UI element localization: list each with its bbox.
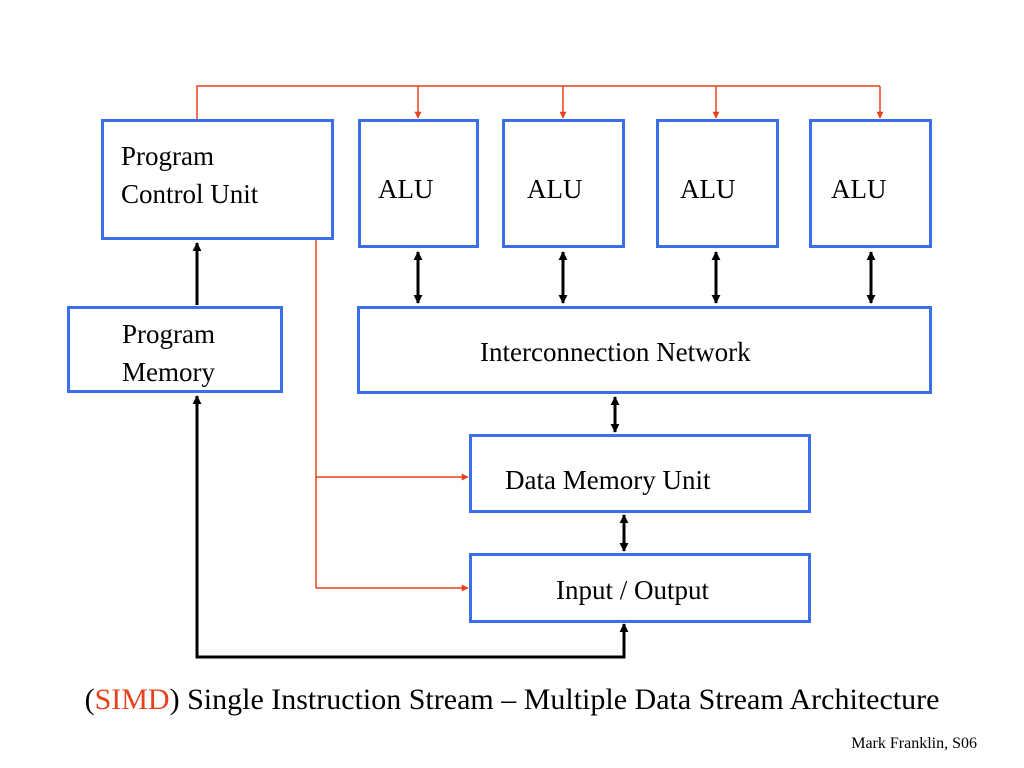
control-bus-to-alus xyxy=(196,85,884,119)
program-control-unit-line-2: Control Unit xyxy=(121,179,259,209)
caption-open-paren: ( xyxy=(84,683,95,716)
program-control-unit-box xyxy=(101,119,334,240)
caption-acronym: SIMD xyxy=(94,683,170,716)
program-control-unit-label: Program Control Unit xyxy=(121,137,258,213)
alu-label-4: ALU xyxy=(831,174,887,204)
input-output-label: Input / Output xyxy=(556,575,709,605)
input-output-box xyxy=(469,553,811,623)
caption-text: Single Instruction Stream – Multiple Dat… xyxy=(179,683,940,716)
control-lines-to-memory-io xyxy=(315,240,469,592)
program-memory-line-1: Program xyxy=(122,319,215,349)
caption-close-paren: ) xyxy=(169,683,180,716)
data-links xyxy=(192,242,876,659)
program-memory-line-2: Memory xyxy=(122,357,215,387)
data-memory-unit-box xyxy=(469,434,811,513)
program-memory-box xyxy=(67,306,283,393)
slide-caption: (SIMD) Single Instruction Stream – Multi… xyxy=(0,680,1024,720)
alu-box-4 xyxy=(809,119,932,248)
alu-box-3 xyxy=(656,119,779,248)
alu-label-2: ALU xyxy=(527,174,583,204)
alu-box-1 xyxy=(358,119,479,248)
program-memory-label: Program Memory xyxy=(122,315,215,391)
interconnection-network-label: Interconnection Network xyxy=(480,337,751,367)
alu-label-1: ALU xyxy=(378,174,434,204)
alu-label-3: ALU xyxy=(680,174,736,204)
data-memory-unit-label: Data Memory Unit xyxy=(505,465,711,495)
alu-box-2 xyxy=(502,119,625,248)
interconnection-network-box xyxy=(357,306,932,394)
author-credit: Mark Franklin, S06 xyxy=(851,735,977,752)
program-control-unit-line-1: Program xyxy=(121,141,214,171)
